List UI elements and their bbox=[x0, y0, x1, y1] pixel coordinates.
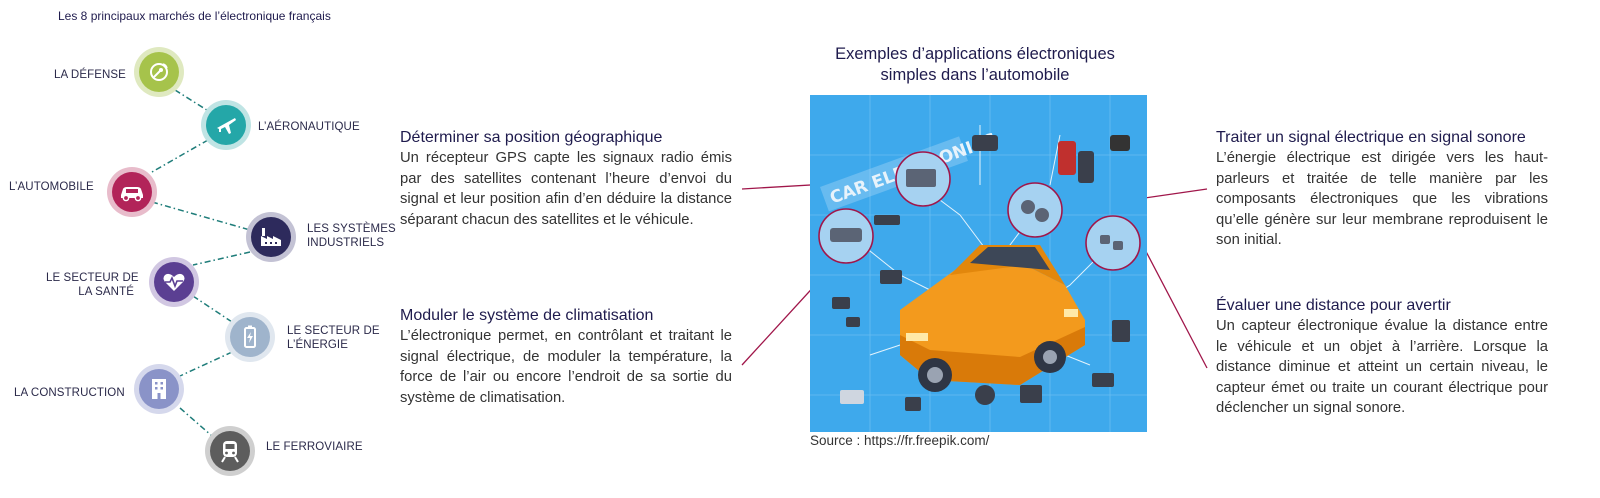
climate-block: Moduler le système de climatisation L’él… bbox=[400, 306, 732, 408]
gps-device-icon bbox=[906, 169, 936, 187]
climate-title: Moduler le système de climatisation bbox=[400, 307, 654, 324]
market-health-label-line2: LA SANTÉ bbox=[78, 286, 134, 298]
heartbeat-icon bbox=[163, 273, 185, 291]
market-energy-circle bbox=[225, 312, 275, 362]
connector-distance bbox=[1139, 239, 1208, 369]
distance-text: Un capteur électronique évalue la distan… bbox=[1216, 318, 1548, 416]
battery-icon bbox=[244, 325, 256, 348]
gps-block: Déterminer sa position géographique Un r… bbox=[400, 128, 732, 230]
sensor-icon bbox=[1100, 235, 1110, 244]
market-health-label-line1: LE SECTEUR DE bbox=[46, 272, 139, 284]
link-auto-industry bbox=[151, 201, 251, 231]
link-energy-construction bbox=[179, 351, 233, 377]
car-icon bbox=[121, 187, 143, 202]
market-energy-label-line1: LE SECTEUR DE bbox=[287, 325, 380, 337]
market-construction-circle bbox=[134, 364, 184, 414]
distance-block: Évaluer une distance pour avertir Un cap… bbox=[1216, 296, 1548, 419]
link-aero-auto bbox=[151, 139, 209, 173]
market-defense-circle bbox=[134, 47, 184, 97]
market-auto-label: L’AUTOMOBILE bbox=[9, 181, 94, 193]
market-auto-circle bbox=[107, 167, 157, 217]
markets-title: Les 8 principaux marchés de l’électroniq… bbox=[58, 9, 331, 23]
market-health-circle bbox=[149, 257, 199, 307]
link-industry-health bbox=[192, 251, 251, 266]
market-industry-label-line1: LES SYSTÈMES bbox=[307, 223, 396, 235]
market-defense-label: LA DÉFENSE bbox=[54, 69, 126, 81]
markets-links bbox=[151, 89, 251, 437]
market-construction-label: LA CONSTRUCTION bbox=[14, 387, 125, 399]
car-electronics-illustration: CAR ELECTRONICS bbox=[810, 95, 1147, 432]
market-health-label: LE SECTEUR DE LA SANTÉ bbox=[46, 271, 139, 299]
car-illustration bbox=[900, 245, 1085, 392]
center-title: Exemples d’applications électroniques si… bbox=[810, 44, 1140, 86]
center-title-line1: Exemples d’applications électroniques bbox=[835, 45, 1115, 63]
distance-title: Évaluer une distance pour avertir bbox=[1216, 297, 1451, 314]
building-icon bbox=[152, 379, 166, 399]
market-industry-circle bbox=[246, 212, 296, 262]
market-aero-circle bbox=[201, 100, 251, 150]
image-source: Source : https://fr.freepik.com/ bbox=[810, 433, 990, 448]
sound-block: Traiter un signal électrique en signal s… bbox=[1216, 128, 1548, 251]
factory-icon bbox=[261, 228, 281, 246]
gps-title: Déterminer sa position géographique bbox=[400, 129, 663, 146]
market-aero-label: L’AÉRONAUTIQUE bbox=[258, 121, 360, 133]
center-title-line2: simples dans l’automobile bbox=[880, 66, 1070, 84]
market-industry-label: LES SYSTÈMES INDUSTRIELS bbox=[307, 222, 396, 250]
car-electronics-scene: CAR ELECTRONICS bbox=[810, 95, 1147, 432]
speaker-icon bbox=[1021, 200, 1035, 214]
train-icon bbox=[221, 441, 239, 463]
climate-text: L’électronique permet, en contrôlant et … bbox=[400, 328, 732, 406]
sound-text: L’énergie électrique est dirigée vers le… bbox=[1216, 150, 1548, 248]
market-rail-circle bbox=[205, 426, 255, 476]
climate-panel-icon bbox=[830, 228, 862, 242]
airplane-icon bbox=[217, 118, 236, 134]
market-energy-label-line2: L’ÉNERGIE bbox=[287, 339, 348, 351]
market-rail-label: LE FERROVIAIRE bbox=[266, 441, 363, 453]
sound-title: Traiter un signal électrique en signal s… bbox=[1216, 129, 1526, 146]
link-health-energy bbox=[192, 295, 233, 323]
satellite-dish-icon bbox=[150, 63, 168, 81]
market-energy-label: LE SECTEUR DE L’ÉNERGIE bbox=[287, 324, 380, 352]
gps-text: Un récepteur GPS capte les signaux radio… bbox=[400, 150, 732, 228]
market-industry-label-line2: INDUSTRIELS bbox=[307, 237, 385, 249]
speaker-callout-circle bbox=[1007, 182, 1063, 238]
